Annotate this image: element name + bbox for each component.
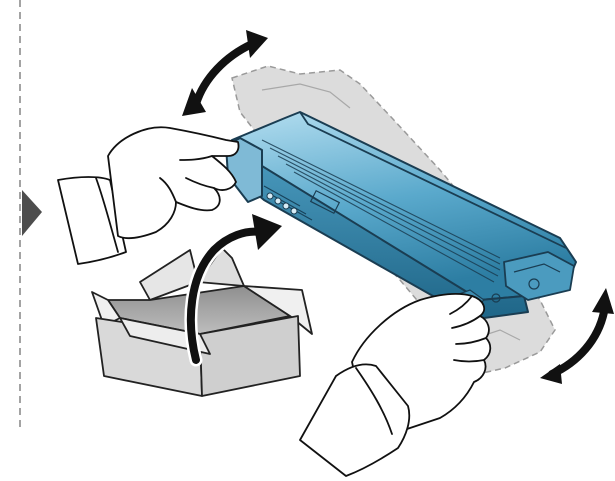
triangle-right-icon — [22, 190, 42, 236]
shake-arrow-bottom-icon — [540, 288, 614, 384]
right-hand — [300, 294, 490, 476]
